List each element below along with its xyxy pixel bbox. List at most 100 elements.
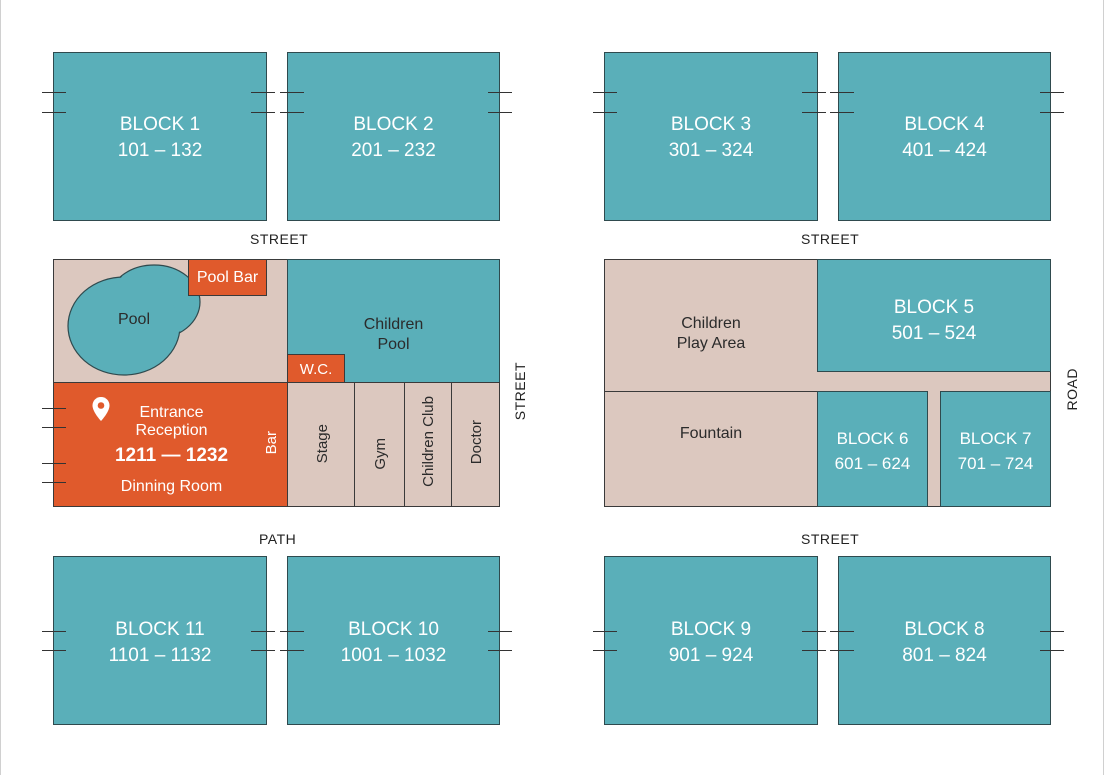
gate-mark xyxy=(1040,650,1064,651)
gym-label[interactable]: Gym xyxy=(372,438,389,470)
block-6[interactable]: BLOCK 6 601 – 624 xyxy=(817,391,928,507)
gate-mark xyxy=(251,650,275,651)
gate-mark xyxy=(251,92,275,93)
block-range: 701 – 724 xyxy=(957,454,1034,473)
divider xyxy=(451,382,452,507)
children-club-label[interactable]: Children Club xyxy=(420,396,437,487)
block-4[interactable]: BLOCK 4 401 – 424 xyxy=(838,52,1051,221)
gate-mark xyxy=(280,631,304,632)
gate-mark xyxy=(593,92,617,93)
block-title: BLOCK 8 xyxy=(904,619,985,640)
play-area-label[interactable]: Children xyxy=(681,315,741,332)
wc[interactable]: W.C. xyxy=(287,354,345,383)
children-pool-label: Children xyxy=(363,316,424,333)
gate-mark xyxy=(280,92,304,93)
block-5[interactable]: BLOCK 5 501 – 524 xyxy=(817,259,1051,372)
divider xyxy=(604,391,818,392)
gate-mark xyxy=(280,650,304,651)
block-11[interactable]: BLOCK 11 1101 – 1132 xyxy=(53,556,267,725)
block-range: 301 – 324 xyxy=(668,140,754,161)
street-label: STREET xyxy=(801,531,860,547)
block-title: BLOCK 5 xyxy=(893,297,975,318)
pool-bar[interactable]: Pool Bar xyxy=(188,259,267,296)
doctor-label[interactable]: Doctor xyxy=(468,420,485,465)
block-7[interactable]: BLOCK 7 701 – 724 xyxy=(940,391,1051,507)
entrance-range: 1211 — 1232 xyxy=(114,445,229,466)
block-title: BLOCK 6 xyxy=(836,429,909,448)
gate-mark xyxy=(802,112,826,113)
street-label: STREET xyxy=(801,231,860,247)
gate-mark xyxy=(251,631,275,632)
street-label: STREET xyxy=(250,231,309,247)
gate-mark xyxy=(42,427,66,428)
gate-mark xyxy=(830,631,854,632)
gate-mark xyxy=(42,112,66,113)
block-10[interactable]: BLOCK 10 1001 – 1032 xyxy=(287,556,500,725)
block-9[interactable]: BLOCK 9 901 – 924 xyxy=(604,556,818,725)
block-1[interactable]: BLOCK 1 101 – 132 xyxy=(53,52,267,221)
gate-mark xyxy=(488,112,512,113)
gate-mark xyxy=(802,650,826,651)
gate-mark xyxy=(280,112,304,113)
gate-mark xyxy=(1040,631,1064,632)
block-range: 601 – 624 xyxy=(834,454,911,473)
gate-mark xyxy=(593,112,617,113)
block-range: 201 – 232 xyxy=(351,140,436,161)
reception-label: Reception xyxy=(135,422,208,439)
block-range: 1001 – 1032 xyxy=(340,645,447,666)
divider xyxy=(354,382,355,507)
block-title: BLOCK 4 xyxy=(904,114,985,135)
gate-mark xyxy=(488,631,512,632)
fountain-label[interactable]: Fountain xyxy=(679,425,743,442)
block-title: BLOCK 2 xyxy=(353,114,434,135)
facilities-row xyxy=(287,382,500,507)
block-range: 1101 – 1132 xyxy=(108,645,212,666)
gate-mark xyxy=(802,92,826,93)
divider xyxy=(404,382,405,507)
block-title: BLOCK 10 xyxy=(348,619,439,640)
gate-mark xyxy=(1040,112,1064,113)
gate-mark xyxy=(488,92,512,93)
gate-mark xyxy=(42,463,66,464)
pool-label: Pool xyxy=(117,311,151,328)
block-3[interactable]: BLOCK 3 301 – 324 xyxy=(604,52,818,221)
play-area-label[interactable]: Play Area xyxy=(676,335,746,352)
gate-mark xyxy=(1040,92,1064,93)
street-label-vertical: STREET xyxy=(512,362,528,421)
dinning-room-label: Dinning Room xyxy=(120,478,223,495)
gate-mark xyxy=(42,408,66,409)
block-range: 401 – 424 xyxy=(902,140,987,161)
block-range: 901 – 924 xyxy=(668,645,754,666)
bar-label: Bar xyxy=(263,431,280,455)
gate-mark xyxy=(251,112,275,113)
gate-mark xyxy=(593,631,617,632)
road-label: ROAD xyxy=(1064,368,1080,411)
pool-icon xyxy=(67,264,201,376)
gate-mark xyxy=(42,631,66,632)
entrance-label: Entrance xyxy=(139,404,204,421)
gate-mark xyxy=(42,92,66,93)
gate-mark xyxy=(42,482,66,483)
entrance-reception[interactable]: Entrance Reception 1211 — 1232 Dinning R… xyxy=(53,382,289,507)
gate-mark xyxy=(830,92,854,93)
block-title: BLOCK 7 xyxy=(959,429,1032,448)
gate-mark xyxy=(830,112,854,113)
block-range: 501 – 524 xyxy=(891,323,977,344)
wc-label: W.C. xyxy=(299,361,333,378)
stage-label[interactable]: Stage xyxy=(314,424,331,464)
block-title: BLOCK 1 xyxy=(119,114,201,135)
block-range: 101 – 132 xyxy=(117,140,203,161)
path-label: PATH xyxy=(259,531,297,547)
gate-mark xyxy=(593,650,617,651)
gate-mark xyxy=(802,631,826,632)
block-title: BLOCK 3 xyxy=(670,114,752,135)
pool-bar-label: Pool Bar xyxy=(196,269,259,286)
gate-mark xyxy=(830,650,854,651)
gate-mark xyxy=(488,650,512,651)
block-2[interactable]: BLOCK 2 201 – 232 xyxy=(287,52,500,221)
block-title: BLOCK 9 xyxy=(670,619,752,640)
block-8[interactable]: BLOCK 8 801 – 824 xyxy=(838,556,1051,725)
children-pool-label: Pool xyxy=(377,336,410,353)
map-pin-icon xyxy=(92,397,110,421)
block-range: 801 – 824 xyxy=(902,645,987,666)
